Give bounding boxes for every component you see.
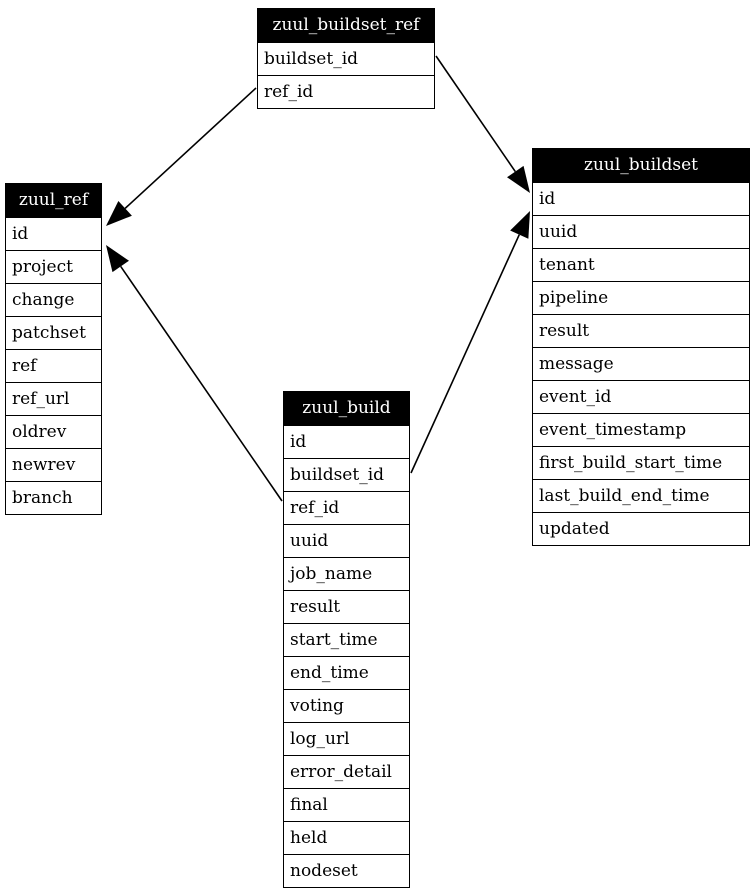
- field-zuul_build-log_url[interactable]: log_url: [284, 722, 409, 755]
- field-zuul_build-held[interactable]: held: [284, 821, 409, 854]
- field-zuul_build-ref_id[interactable]: ref_id: [284, 491, 409, 524]
- field-zuul_buildset-pipeline[interactable]: pipeline: [533, 281, 749, 314]
- field-zuul_ref-ref_url[interactable]: ref_url: [6, 382, 101, 415]
- table-title-zuul_ref: zuul_ref: [6, 184, 101, 217]
- field-zuul_ref-ref[interactable]: ref: [6, 349, 101, 382]
- table-title-zuul_buildset_ref: zuul_buildset_ref: [258, 9, 434, 42]
- field-zuul_buildset-message[interactable]: message: [533, 347, 749, 380]
- field-zuul_build-voting[interactable]: voting: [284, 689, 409, 722]
- field-zuul_build-error_detail[interactable]: error_detail: [284, 755, 409, 788]
- field-zuul_buildset-first_build_start_time[interactable]: first_build_start_time: [533, 446, 749, 479]
- field-zuul_build-nodeset[interactable]: nodeset: [284, 854, 409, 887]
- field-zuul_buildset-result[interactable]: result: [533, 314, 749, 347]
- field-zuul_buildset_ref-ref_id[interactable]: ref_id: [258, 75, 434, 108]
- field-zuul_ref-newrev[interactable]: newrev: [6, 448, 101, 481]
- field-zuul_buildset_ref-buildset_id[interactable]: buildset_id: [258, 42, 434, 75]
- field-zuul_buildset-event_id[interactable]: event_id: [533, 380, 749, 413]
- table-title-zuul_buildset: zuul_buildset: [533, 149, 749, 182]
- edge-buildset_ref-ref_id-to-zuul_ref-id: [106, 87, 257, 226]
- field-zuul_build-uuid[interactable]: uuid: [284, 524, 409, 557]
- field-zuul_build-id[interactable]: id: [284, 425, 409, 458]
- field-zuul_build-result[interactable]: result: [284, 590, 409, 623]
- field-zuul_build-end_time[interactable]: end_time: [284, 656, 409, 689]
- field-zuul_buildset-event_timestamp[interactable]: event_timestamp: [533, 413, 749, 446]
- field-zuul_buildset-uuid[interactable]: uuid: [533, 215, 749, 248]
- field-zuul_build-final[interactable]: final: [284, 788, 409, 821]
- field-zuul_ref-project[interactable]: project: [6, 250, 101, 283]
- edge-zuul_build-buildset_id-to-zuul_buildset-id: [410, 211, 530, 474]
- field-zuul_build-buildset_id[interactable]: buildset_id: [284, 458, 409, 491]
- field-zuul_ref-id[interactable]: id: [6, 217, 101, 250]
- field-zuul_build-start_time[interactable]: start_time: [284, 623, 409, 656]
- field-zuul_ref-oldrev[interactable]: oldrev: [6, 415, 101, 448]
- edge-buildset_ref-buildset_id-to-zuul_buildset-id: [435, 55, 530, 193]
- field-zuul_build-job_name[interactable]: job_name: [284, 557, 409, 590]
- field-zuul_ref-patchset[interactable]: patchset: [6, 316, 101, 349]
- field-zuul_buildset-tenant[interactable]: tenant: [533, 248, 749, 281]
- table-title-zuul_build: zuul_build: [284, 392, 409, 425]
- edge-zuul_build-ref_id-to-zuul_ref-id: [106, 245, 283, 502]
- field-zuul_ref-change[interactable]: change: [6, 283, 101, 316]
- field-zuul_ref-branch[interactable]: branch: [6, 481, 101, 514]
- field-zuul_buildset-id[interactable]: id: [533, 182, 749, 215]
- field-zuul_buildset-updated[interactable]: updated: [533, 512, 749, 545]
- field-zuul_buildset-last_build_end_time[interactable]: last_build_end_time: [533, 479, 749, 512]
